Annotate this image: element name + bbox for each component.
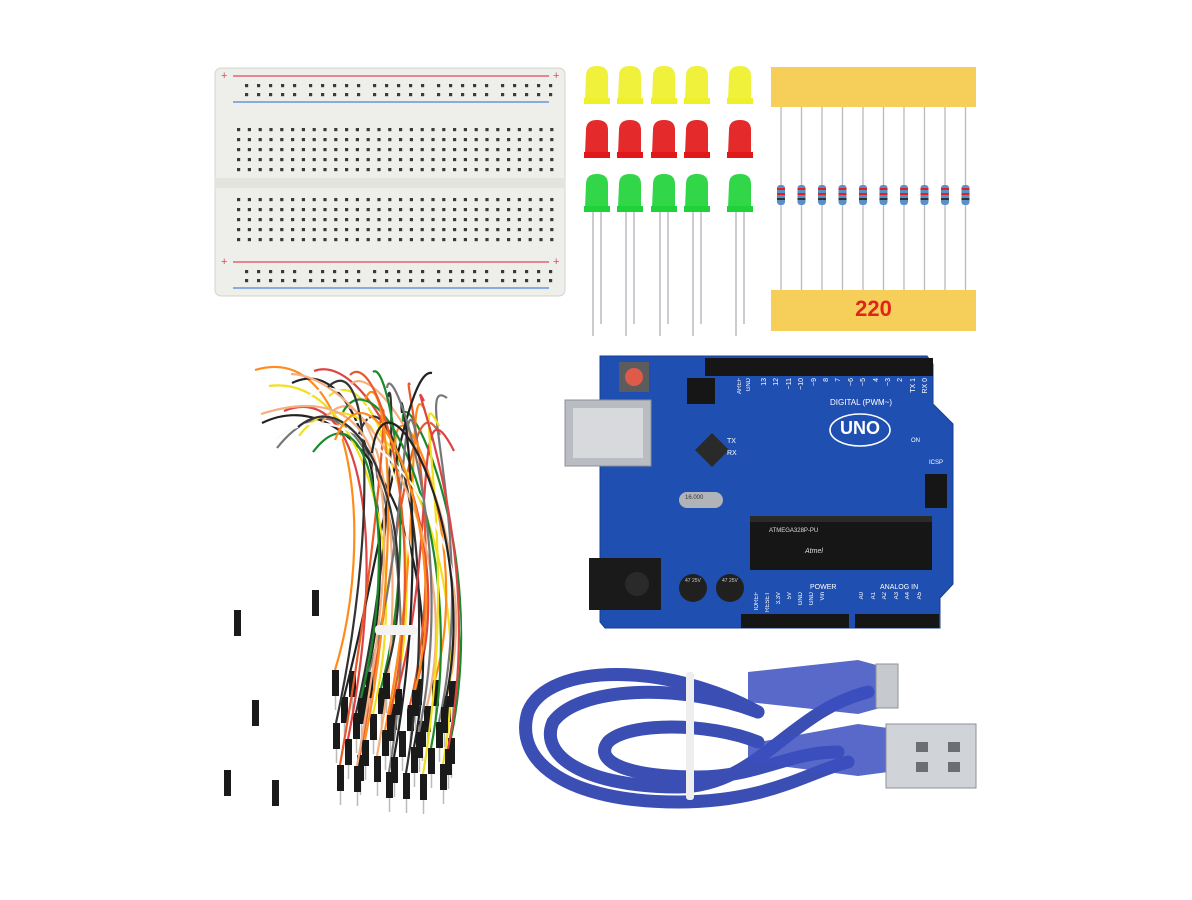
resistor-value-label: 220 [855,296,892,321]
pin-label: 8 [823,378,830,382]
resistor-graphic [771,67,976,331]
analog-in-label: ANALOG IN [880,584,919,591]
capacitor-label-2: 47 25V [722,578,738,584]
pin-label: ~3 [885,378,892,386]
svg-text:+: + [553,256,559,268]
pin-label: 3.3V [776,592,782,605]
aref-label: AREF [737,378,743,395]
pin-label: 4 [872,378,880,382]
pin-label: ~9 [810,378,818,386]
pin-label: Vin [820,592,826,601]
rx-label: RX [727,450,737,457]
uno-label: UNO [840,418,880,438]
pin-label: A0 [859,592,865,600]
pin-label: IOREF [754,592,760,611]
power-label: POWER [810,584,837,591]
svg-text:+: + [553,70,559,82]
pin-label: GND [809,592,815,606]
pin-label: A2 [882,592,888,600]
svg-text:+: + [221,70,227,82]
breadboard: + + + + [214,67,566,297]
pin-label: A4 [905,592,911,600]
tx-label: TX [727,438,736,445]
pin-label: RX 0 [922,378,930,394]
pin-label: ~6 [847,378,855,386]
icsp-label: ICSP [929,460,944,466]
usb-cable-graphic [519,660,977,809]
jumper-wires-graphic [224,366,463,814]
chip-brand-logo: Atmel [805,548,823,555]
pin-label: ~11 [785,378,793,390]
pin-label: 12 [773,378,781,386]
arduino-uno-board: UNO DIGITAL (PWM~) POWER ANALOG IN ICSP … [555,352,955,634]
pin-label: A3 [893,592,900,600]
pin-label: 2 [897,378,905,382]
usb-cable [508,652,978,822]
resistor-pack: 220 [771,67,976,331]
on-label: ON [911,438,920,444]
pin-label: TX 1 [909,378,917,393]
digital-label: DIGITAL (PWM~) [830,398,892,407]
pin-label: A1 [870,592,877,600]
svg-text:+: + [221,256,227,268]
capacitor-label-1: 47 25V [685,578,701,584]
jumper-wires [215,340,500,835]
pin-label: 5V [787,592,793,600]
led-set [578,62,768,344]
pin-label: 7 [835,378,843,382]
pin-label: ~5 [860,378,868,386]
pin-label: A5 [916,592,923,600]
breadboard-graphic: + + + + [214,67,566,297]
led-graphic [584,66,753,336]
crystal-label: 16.000 [685,495,704,501]
arduino-board-graphic [564,355,954,629]
chip-label: ATMEGA328P-PU [769,528,819,534]
pin-label: RESET [765,592,771,613]
pin-label: ~10 [798,378,806,390]
pin-label: 13 [761,378,768,386]
pin-label: GND [798,592,804,606]
gnd-label: GND [746,378,752,392]
